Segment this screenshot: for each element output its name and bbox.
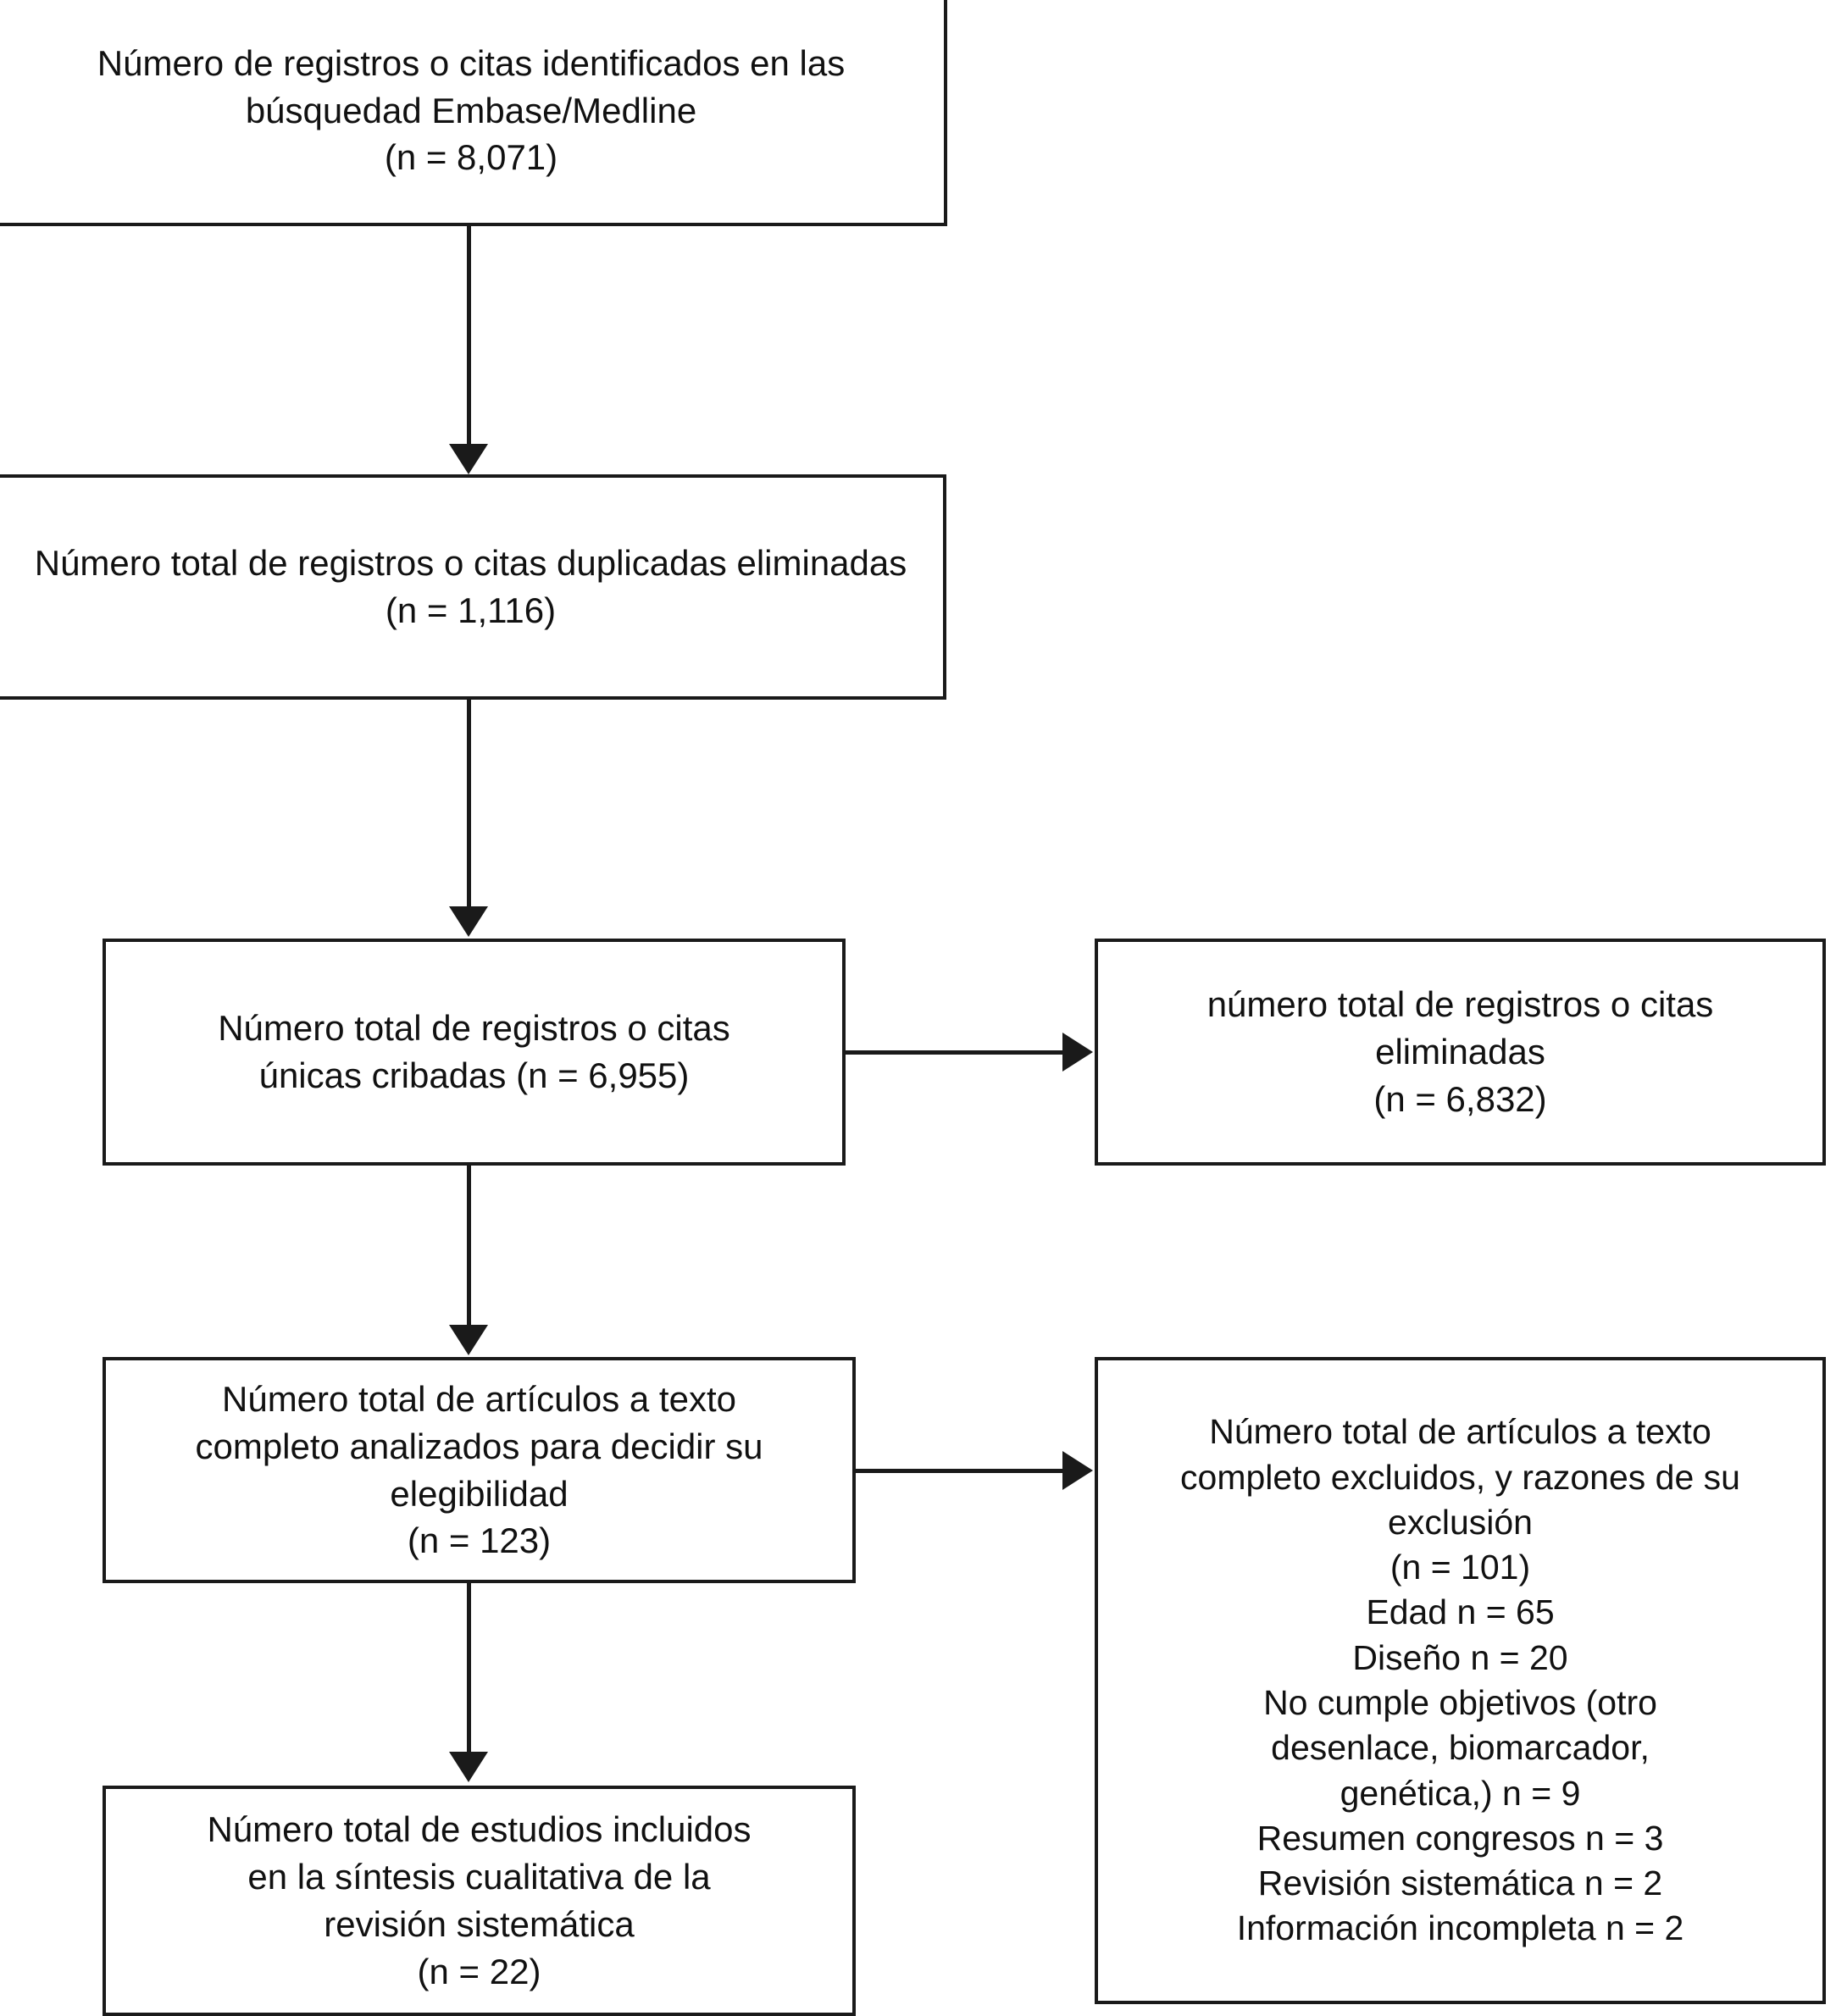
connector-line (856, 1469, 1064, 1473)
box-records-removed-text: número total de registros o citas elimin… (1206, 984, 1714, 1119)
connector-line (467, 1583, 471, 1755)
connector-line (467, 225, 471, 447)
arrow-right-icon (1062, 1033, 1093, 1072)
connector-line (467, 700, 471, 910)
arrow-down-icon (449, 444, 488, 474)
box-records-identified: Número de registros o citas identificado… (0, 0, 947, 226)
arrow-right-icon (1062, 1451, 1093, 1490)
connector-line (467, 1166, 471, 1328)
box-records-removed: número total de registros o citas elimin… (1095, 939, 1826, 1166)
box-duplicates-removed-text: Número total de registros o citas duplic… (34, 543, 907, 630)
box-fulltext-assessed-text: Número total de artículos a texto comple… (195, 1378, 763, 1561)
box-records-screened: Número total de registros o citas únicas… (103, 939, 846, 1166)
box-fulltext-assessed: Número total de artículos a texto comple… (103, 1357, 856, 1583)
connector-line (846, 1050, 1064, 1055)
box-records-identified-text: Número de registros o citas identificado… (97, 42, 846, 178)
box-studies-included-text: Número total de estudios incluidos en la… (207, 1809, 752, 1991)
box-duplicates-removed: Número total de registros o citas duplic… (0, 474, 946, 700)
box-fulltext-excluded: Número total de artículos a texto comple… (1095, 1357, 1826, 2004)
box-studies-included: Número total de estudios incluidos en la… (103, 1786, 856, 2016)
box-fulltext-excluded-text: Número total de artículos a texto comple… (1180, 1412, 1740, 1948)
arrow-down-icon (449, 906, 488, 937)
arrow-down-icon (449, 1752, 488, 1782)
box-records-screened-text: Número total de registros o citas únicas… (218, 1008, 730, 1095)
arrow-down-icon (449, 1325, 488, 1355)
